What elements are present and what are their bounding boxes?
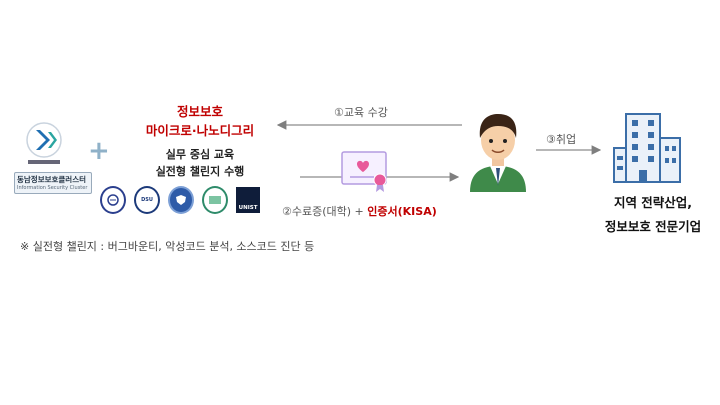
university-seal-3 (168, 186, 195, 214)
destination-line2: 정보보호 전문기업 (604, 219, 702, 234)
program-title-line1: 정보보호 (176, 104, 223, 119)
arrow-bottom-label: ②수료증(대학) + 인증서(KISA) (282, 203, 437, 219)
program-title-line2: 마이크로·나노디그리 (145, 123, 255, 138)
plus-icon: + (88, 136, 110, 166)
building-icon (612, 108, 684, 184)
program-sub-line1: 실무 중심 교육 (165, 148, 235, 161)
university-seal-1 (100, 186, 127, 214)
university-seal-4 (202, 186, 229, 214)
certificate-icon (340, 150, 392, 194)
arrow-bottom-label-part1: ②수료증(대학) + (282, 205, 364, 218)
university-seal-5: UNIST (236, 187, 260, 213)
kisa-logo (18, 120, 70, 168)
program-sub-line2: 실전형 챌린지 수행 (155, 165, 245, 178)
destination-line1: 지역 전략산업, (613, 195, 693, 210)
kisa-emblem-icon (26, 122, 62, 164)
cluster-logo-subtext: Information Security Cluster (17, 185, 88, 191)
cluster-logo: 동남정보보호클러스터 Information Security Cluster (14, 172, 92, 194)
shield-icon (176, 195, 187, 205)
book-icon (209, 196, 222, 204)
cluster-logo-text: 동남정보보호클러스터 (17, 175, 86, 184)
student-avatar (462, 104, 534, 192)
university-logos: DSU UNIST (100, 185, 260, 215)
university-seal-2: DSU (134, 186, 161, 214)
footnote: ※ 실전형 챌린지 : 버그바운티, 악성코드 분석, 소스코드 진단 등 (20, 240, 315, 253)
arrow-bottom-label-part2: 인증서(KISA) (367, 205, 437, 218)
arrow-right-label: ③취업 (546, 133, 577, 146)
seal-icon (107, 194, 119, 206)
arrow-top-label: ①교육 수강 (334, 106, 388, 119)
